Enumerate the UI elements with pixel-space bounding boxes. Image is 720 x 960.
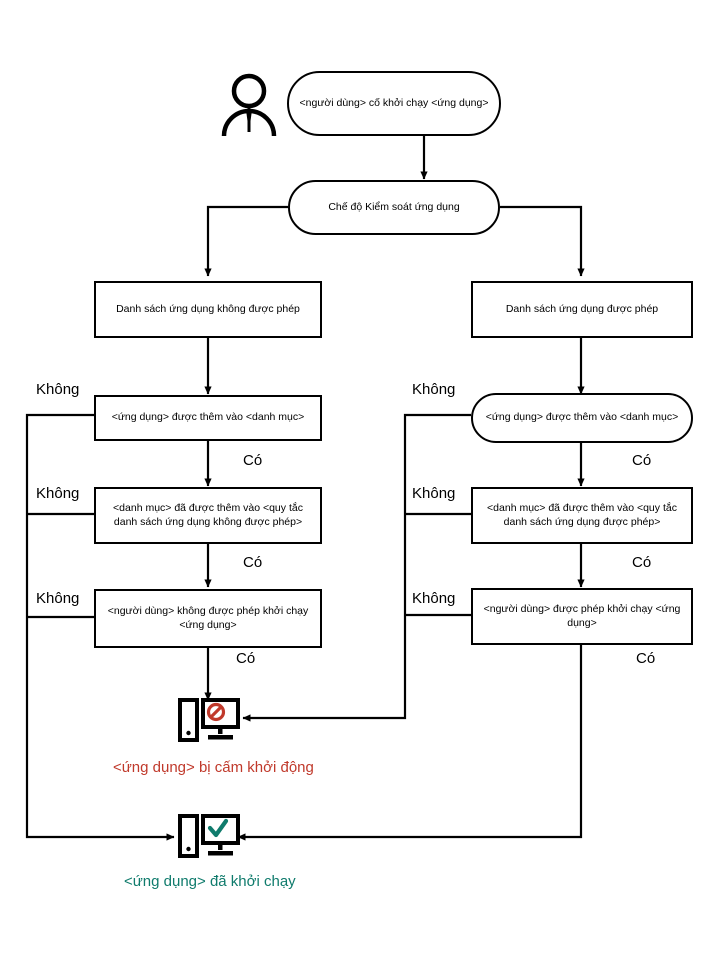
node-denylist[interactable]: Danh sách ứng dụng không được phép [94,281,322,338]
node-deny-question-user-not-allowed[interactable]: <người dùng> không được phép khởi chạy <… [94,589,322,648]
outcome-allowed-label: <ứng dụng> đã khởi chạy [124,873,296,890]
edge-label-deny-q2-yes: Có [243,554,263,571]
node-deny-question-category-added[interactable]: <ứng dụng> được thêm vào <danh mục> [94,395,322,441]
edge-mode-to-allowlist [500,205,585,277]
node-start[interactable]: <người dùng> cố khởi chạy <ứng dụng> [287,71,501,136]
edge-label-deny-q1-no: Không [36,381,80,398]
node-deny-q2-label: <danh mục> đã được thêm vào <quy tắc dan… [113,502,303,528]
node-deny-question-rule-added[interactable]: <danh mục> đã được thêm vào <quy tắc dan… [94,487,322,544]
node-allow-question-category-added[interactable]: <ứng dụng> được thêm vào <danh mục> [471,393,693,443]
outcome-blocked-label: <ứng dụng> bị cấm khởi động [113,759,314,776]
edge-label-deny-q3-no: Không [36,590,80,607]
node-denylist-label: Danh sách ứng dụng không được phép [116,302,300,315]
node-allow-question-user-allowed[interactable]: <người dùng> được phép khởi chạy <ứng dụ… [471,588,693,645]
edge-allow-q3-yes [237,645,583,841]
node-application-control-mode[interactable]: Chế độ Kiểm soát ứng dụng [288,180,500,235]
node-start-label: <người dùng> cố khởi chạy <ứng dụng> [299,96,489,109]
node-allow-q3-label: <người dùng> được phép khởi chạy <ứng dụ… [483,603,681,629]
computer-blocked-icon [178,698,240,746]
edge-label-deny-q1-yes: Có [243,452,263,469]
edge-allow-q1-no [242,413,471,722]
edge-label-allow-q3-yes: Có [636,650,656,667]
edge-mode-to-denylist [204,205,288,277]
user-person-icon [218,70,280,138]
node-allow-question-rule-added[interactable]: <danh mục> đã được thêm vào <quy tắc dan… [471,487,693,544]
node-allow-q2-label: <danh mục> đã được thêm vào <quy tắc dan… [487,502,677,528]
edge-label-allow-q3-no: Không [412,590,456,607]
node-allowlist[interactable]: Danh sách ứng dụng được phép [471,281,693,338]
node-allow-q1-label: <ứng dụng> được thêm vào <danh mục> [485,411,679,424]
edge-label-allow-q1-yes: Có [632,452,652,469]
node-allowlist-label: Danh sách ứng dụng được phép [505,302,659,315]
edge-label-allow-q1-no: Không [412,381,456,398]
node-deny-q1-label: <ứng dụng> được thêm vào <danh mục> [111,411,305,424]
computer-allowed-icon [178,814,240,862]
node-deny-q3-label: <người dùng> không được phép khởi chạy <… [107,605,309,631]
node-mode-label: Chế độ Kiểm soát ứng dụng [328,200,460,213]
edge-label-deny-q3-yes: Có [236,650,256,667]
edge-label-allow-q2-yes: Có [632,554,652,571]
edge-label-allow-q2-no: Không [412,485,456,502]
edge-label-deny-q2-no: Không [36,485,80,502]
